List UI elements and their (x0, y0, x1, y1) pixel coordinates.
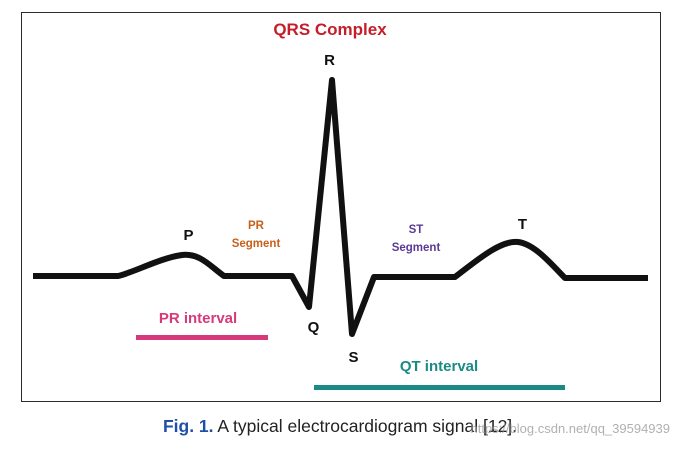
figure-caption: Fig. 1. A typical electrocardiogram sign… (0, 416, 680, 437)
pr-interval-label: PR interval (159, 310, 237, 327)
wave-label-p: P (183, 227, 194, 244)
caption-prefix: Fig. 1. (162, 416, 214, 436)
wave-label-t: T (518, 216, 528, 233)
pr-segment-label-line1: PR (248, 220, 265, 232)
watermark: https://blog.csdn.net/qq_39594939 (470, 421, 671, 436)
qt-interval-label: QT interval (400, 358, 478, 375)
ecg-trace (33, 77, 648, 337)
wave-label-s: S (348, 349, 359, 366)
pr-segment-label-line2: Segment (232, 238, 281, 250)
st-segment-label-line1: ST (409, 224, 424, 236)
wave-label-r: R (324, 52, 336, 69)
pr-interval-bar (136, 335, 268, 340)
wave-label-q: Q (308, 319, 321, 336)
caption-text: A typical electrocardiogram signal [12]. (213, 416, 518, 436)
st-segment-label-line2: Segment (392, 242, 441, 254)
qrs-complex-title: QRS Complex (273, 20, 387, 39)
qt-interval-bar (314, 385, 565, 390)
